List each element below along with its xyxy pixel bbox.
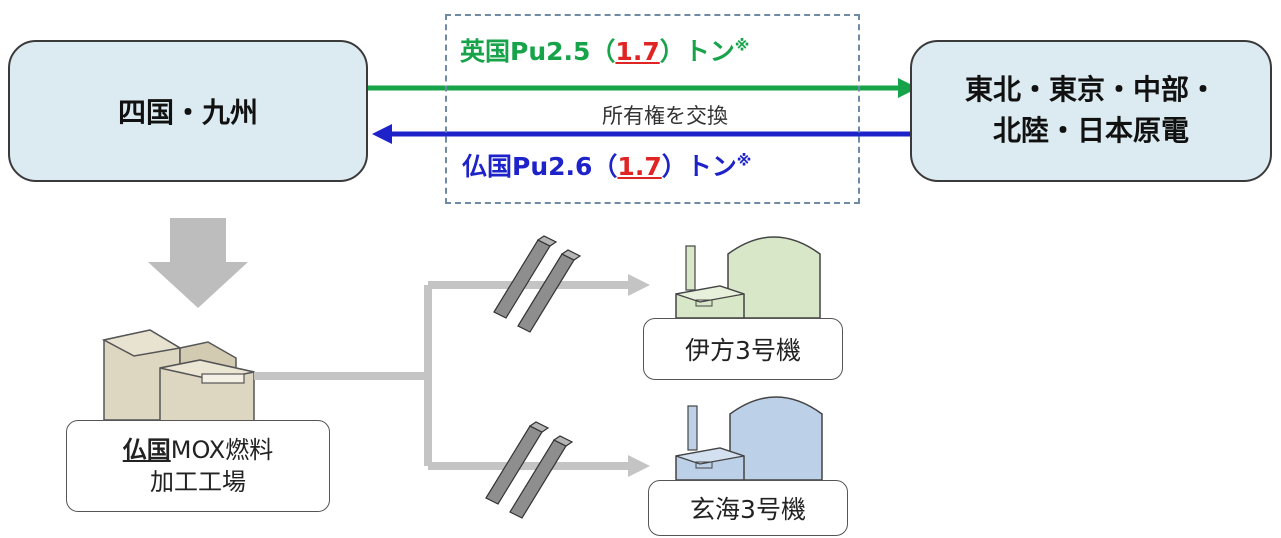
ownership-exchange-frame [445, 14, 860, 204]
factory-country: 仏国 [122, 435, 171, 464]
genkai-label-text: 玄海3号機 [690, 495, 806, 524]
shikoku-kyushu-label: 四国・九州 [117, 96, 258, 129]
flow-arrowhead-ikata [628, 274, 650, 296]
uk-transfer-arrow [368, 78, 918, 98]
flow-arrowhead-genkai [628, 455, 650, 477]
ikata-unit3-label: 伊方3号機 [643, 318, 843, 380]
utilities-box: 東北・東京・中部・ 北陸・日本原電 [910, 40, 1272, 182]
fr-prefix: 仏国Pu2.6（ [462, 152, 618, 181]
factory-line2: 加工工場 [150, 468, 246, 496]
fuel-assembly-lower [485, 421, 574, 519]
uk-suffix: ）トン [659, 37, 735, 66]
genkai-unit3-label: 玄海3号機 [648, 480, 848, 536]
uk-note-mark: ※ [734, 36, 750, 55]
ikata-plant-icon [675, 236, 821, 319]
genkai-plant-icon [675, 396, 823, 481]
fr-note-mark: ※ [736, 151, 752, 170]
fr-plutonium-label: 仏国Pu2.6（1.7）トン※ [462, 147, 751, 183]
utilities-label-line1: 東北・東京・中部・ [964, 73, 1217, 107]
factory-icon [101, 329, 255, 431]
uk-value: 1.7 [615, 37, 660, 66]
factory-line1: MOX燃料 [170, 435, 274, 464]
fr-transfer-arrow [372, 124, 910, 144]
ownership-exchange-label: 所有権を交換 [602, 104, 728, 128]
utilities-label-line2: 北陸・日本原電 [992, 114, 1189, 147]
fuel-assembly-upper [493, 235, 582, 333]
uk-plutonium-label: 英国Pu2.5（1.7）トン※ [460, 32, 749, 68]
uk-prefix: 英国Pu2.5（ [460, 37, 616, 66]
down-arrow [148, 218, 248, 308]
ikata-label-text: 伊方3号機 [685, 336, 801, 365]
mox-factory-label: 仏国MOX燃料 加工工場 [66, 420, 330, 512]
shikoku-kyushu-box: 四国・九州 [8, 40, 368, 182]
fuel-flow-lines [254, 281, 630, 470]
fr-suffix: ）トン [661, 152, 737, 181]
fr-value: 1.7 [617, 152, 662, 181]
